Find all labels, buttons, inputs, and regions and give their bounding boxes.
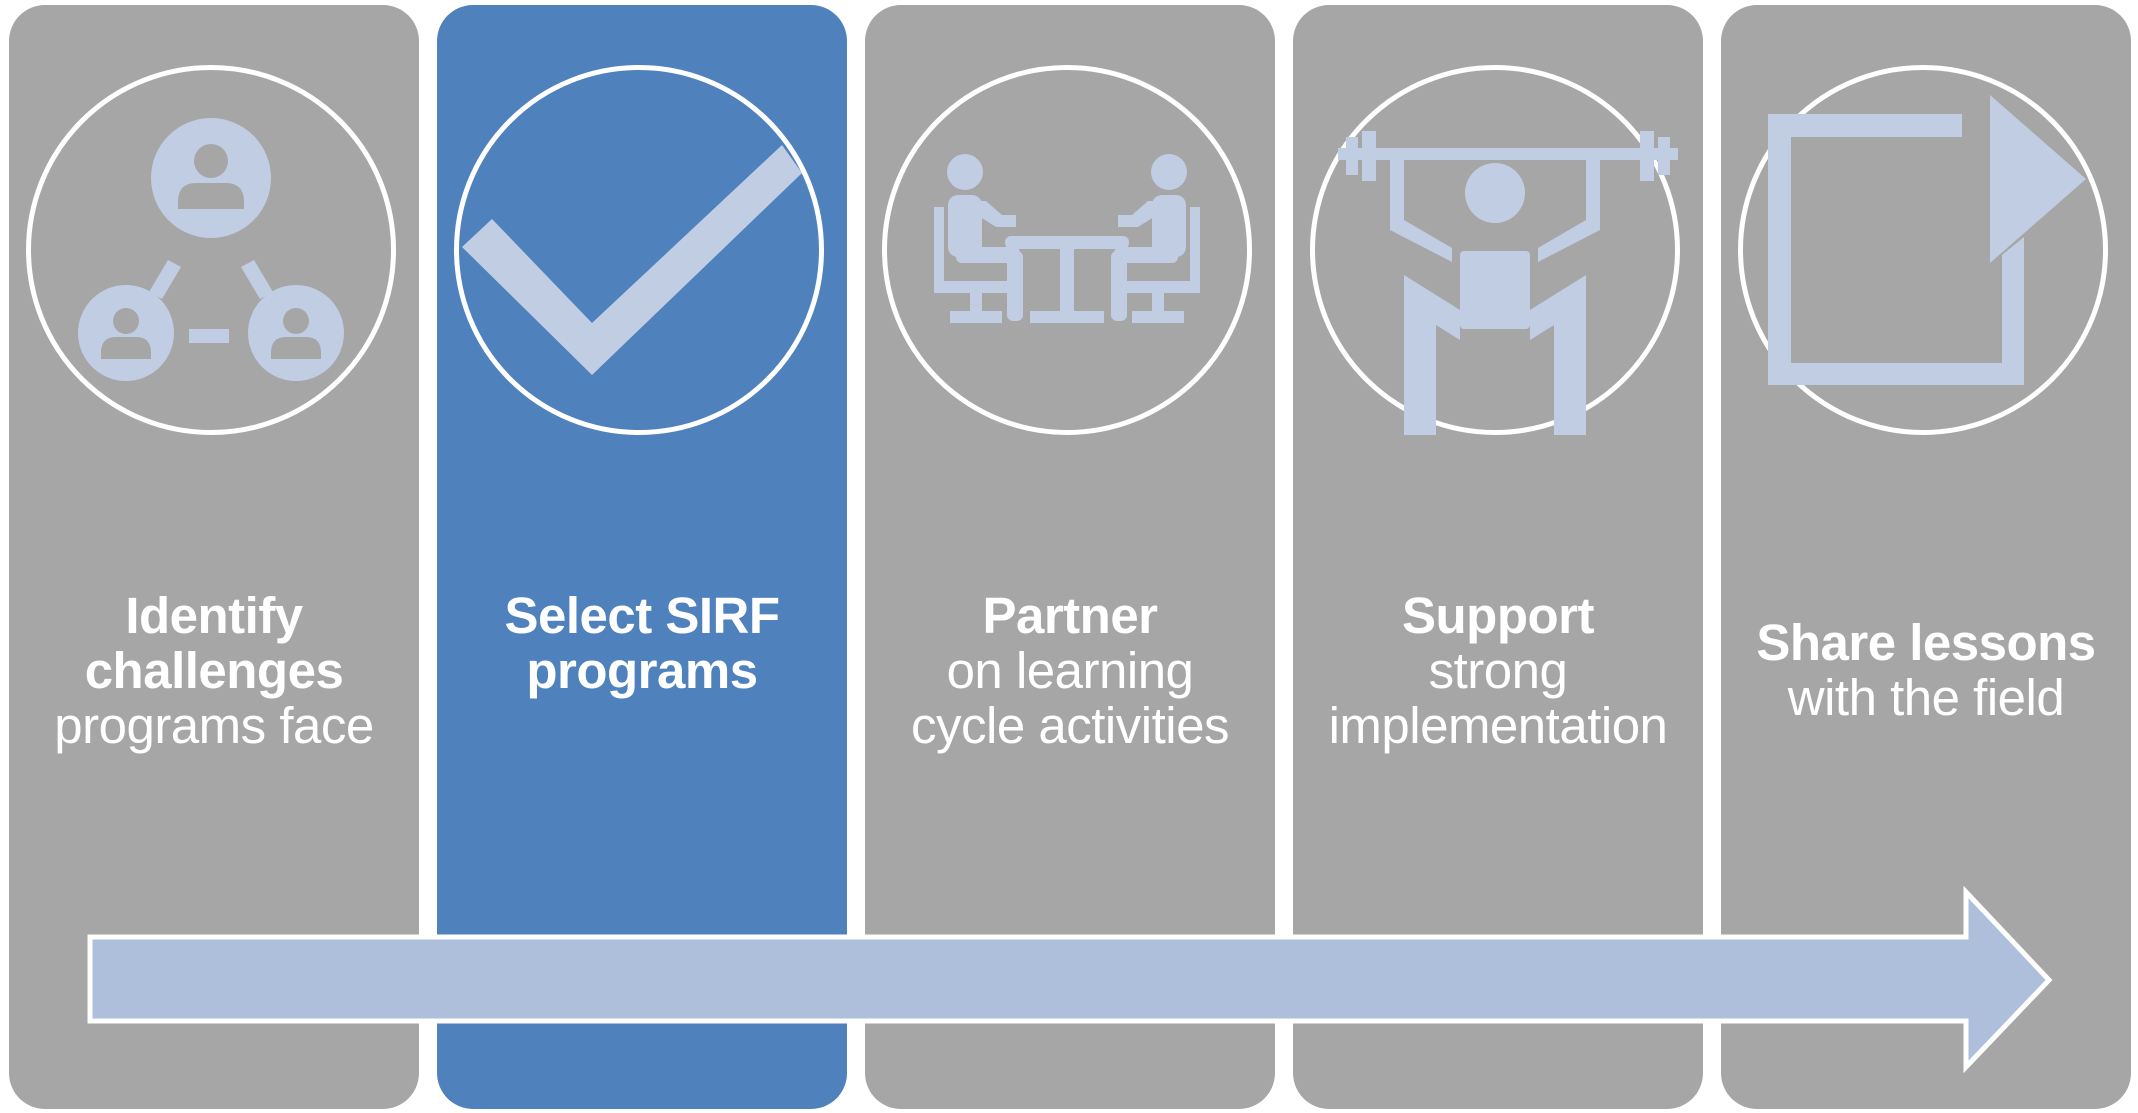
step-panel-support: Support strong implementation <box>1293 5 1703 1109</box>
step-label: Identify challenges programs face <box>9 588 419 753</box>
weightlifter-icon <box>1310 65 1680 435</box>
step-subtitle-line: with the field <box>1787 669 2065 726</box>
step-title-line: Share lessons <box>1756 614 2096 671</box>
step-subtitle-line: cycle activities <box>911 697 1229 754</box>
step-panel-partner: Partner on learning cycle activities <box>865 5 1275 1109</box>
checkmark-icon <box>454 65 824 435</box>
step-title-line: Identify <box>125 587 303 644</box>
step-subtitle-line: implementation <box>1328 697 1668 754</box>
step-panel-select: Select SIRF programs <box>437 5 847 1109</box>
people-network-icon <box>26 65 396 435</box>
step-subtitle-line: on learning <box>946 642 1194 699</box>
meeting-table-icon <box>882 65 1252 435</box>
step-label: Share lessons with the field <box>1721 615 2131 725</box>
step-title-line: programs <box>526 642 758 699</box>
step-subtitle-line: programs face <box>54 697 374 754</box>
step-label: Support strong implementation <box>1293 588 1703 753</box>
step-title-line: Partner <box>982 587 1158 644</box>
step-panel-share: Share lessons with the field <box>1721 5 2131 1109</box>
step-title-line: Select SIRF <box>504 587 780 644</box>
share-arrow-icon <box>1738 65 2108 435</box>
step-panel-identify: Identify challenges programs face <box>9 5 419 1109</box>
step-label: Partner on learning cycle activities <box>865 588 1275 753</box>
step-label: Select SIRF programs <box>437 588 847 698</box>
step-title-line: Support <box>1402 587 1594 644</box>
step-title-line: challenges <box>84 642 344 699</box>
step-subtitle-line: strong <box>1428 642 1568 699</box>
